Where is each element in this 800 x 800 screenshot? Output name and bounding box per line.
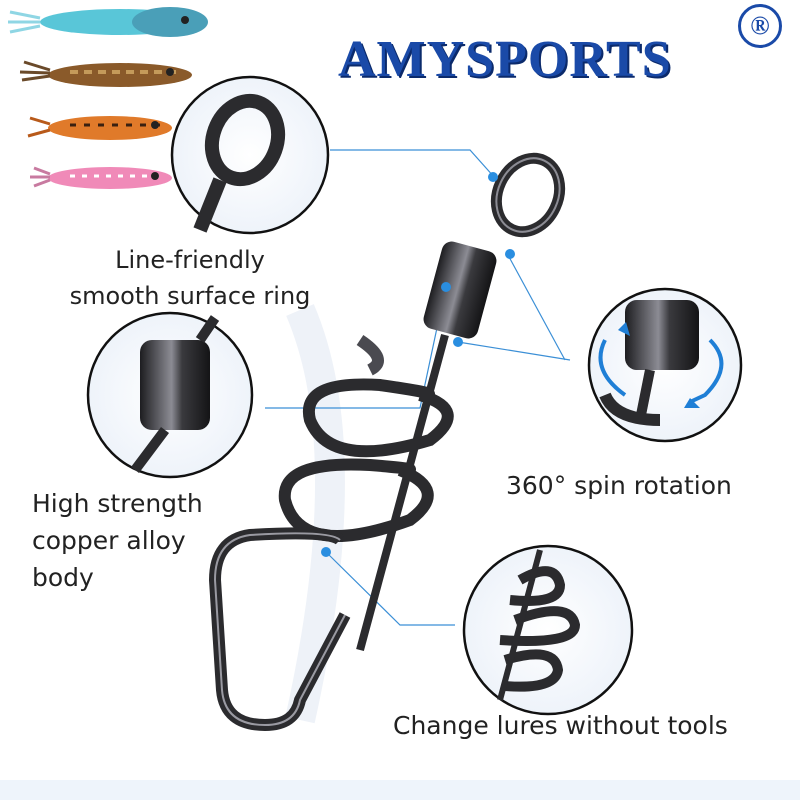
zoom-ring-circle bbox=[170, 75, 330, 235]
zoom-spin-circle bbox=[587, 287, 743, 443]
callout-dots bbox=[321, 172, 515, 557]
caption-body: High strength copper alloy body bbox=[32, 485, 203, 596]
squid-lure-brown bbox=[19, 60, 192, 87]
lure-images bbox=[8, 7, 208, 189]
zoom-coil-circle bbox=[462, 544, 634, 716]
snap-swivel bbox=[208, 152, 566, 732]
squid-lure-orange bbox=[27, 116, 172, 140]
caption-body-line-1: High strength bbox=[32, 489, 203, 518]
callout-lines bbox=[265, 149, 571, 626]
caption-ring-line-1: Line-friendly bbox=[115, 246, 265, 274]
caption-ring-line-2: smooth surface ring bbox=[69, 282, 311, 310]
spin-arrow-icon bbox=[598, 339, 627, 397]
caption-change: Change lures without tools bbox=[393, 711, 728, 740]
squid-lure-cyan bbox=[8, 7, 208, 37]
registered-mark-icon: ® bbox=[738, 4, 782, 48]
caption-body-line-3: body bbox=[32, 563, 94, 592]
brand-logo: AMYSPORTS bbox=[338, 31, 672, 88]
caption-spin: 360° spin rotation bbox=[506, 471, 732, 500]
squid-lure-pink bbox=[30, 166, 172, 189]
caption-body-line-2: copper alloy bbox=[32, 526, 186, 555]
zoom-barrel-circle bbox=[86, 311, 254, 479]
caption-ring: Line-friendly smooth surface ring bbox=[60, 242, 320, 314]
